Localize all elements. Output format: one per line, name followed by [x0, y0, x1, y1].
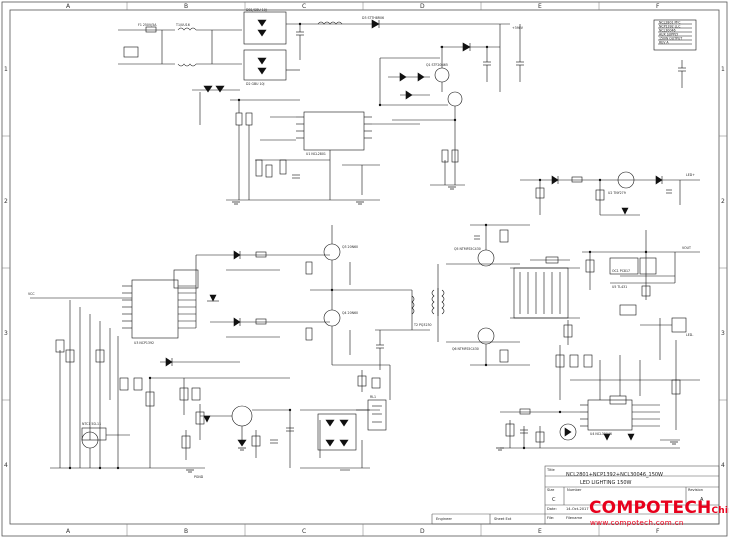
llc-low-fet-label: Q4 20N60	[342, 311, 358, 315]
llc-ic-label: U3 NCP1392	[134, 341, 154, 345]
date-value: 14-Oct-2017	[566, 507, 589, 511]
llc-transformer-label: T2 PQ3230	[413, 323, 432, 327]
drawn-label: Engineer	[436, 517, 453, 521]
size-value: C	[552, 497, 556, 503]
legend-lines: NCL2801 PFC NCP1392 LLC NCL30046 AUX SUP…	[659, 21, 682, 45]
vcc-label: VCC	[28, 292, 35, 296]
pfc-output-label: +390V	[512, 26, 524, 30]
led-plus-label: LED+	[686, 173, 695, 177]
title-value: NCL2801+NCP1392+NCL30046_150W	[566, 472, 663, 478]
tl431-label: U5 TL431	[612, 285, 627, 289]
bias-relay-section	[81, 357, 387, 471]
junction-dots	[68, 22, 648, 470]
zone-row-label: 4	[4, 462, 8, 469]
date-label: Date:	[547, 507, 557, 511]
file-value: Filename	[566, 516, 583, 520]
legend-line: 150W OUTPUT	[659, 37, 682, 41]
pfc-diode-label: D3 STTH8R06	[362, 16, 384, 20]
led-minus-label: LED-	[686, 333, 693, 337]
title-label: Title	[546, 468, 555, 472]
legend-line: AUX SUPPLY	[659, 33, 678, 37]
opto-label: OC1 PC817	[612, 269, 630, 273]
legend-line: REV A	[659, 41, 669, 45]
llc-section	[30, 225, 430, 469]
relay-label: RL1	[370, 395, 376, 399]
zone-row-label: 3	[721, 330, 725, 337]
llc-controller-ic	[131, 279, 179, 339]
zone-row-label: 2	[4, 198, 8, 205]
sr2-label: Q6 NTMFS5C430	[452, 347, 479, 351]
zone-row-label: 1	[721, 66, 725, 73]
zone-col-label: B	[184, 528, 188, 535]
cc-ic-label: U4 NCL30046	[590, 432, 612, 436]
title-block	[431, 465, 720, 525]
zone-col-label: F	[656, 3, 660, 10]
zone-row-label: 1	[4, 66, 8, 73]
fuse-label: F1 250V/5A	[138, 23, 157, 27]
legend-line: NCL2801 PFC	[659, 21, 681, 25]
zone-col-label: D	[420, 3, 425, 10]
cm-choke-label: T1/UU16	[175, 23, 190, 27]
llc-high-fet-label: Q3 20N60	[342, 245, 358, 249]
secondary-output-section	[431, 224, 700, 366]
zone-row-labels: 1 2 3 4 1 2 3 4	[4, 66, 725, 469]
legend-line: NCL30046	[659, 29, 676, 33]
cc-controller-ic	[587, 399, 633, 431]
sheet-label: Sheet Ext	[494, 517, 512, 521]
number-label: Number	[567, 488, 582, 492]
pfc-mosfet-label: Q1 STF20N65	[426, 63, 448, 67]
file-label: File:	[547, 516, 554, 520]
compotech-logo: COMPOTECHChina	[589, 498, 729, 518]
ntc-label: NTC1 5D-11	[82, 422, 101, 426]
pfc-ic-label: U1 NCL2801	[306, 152, 326, 156]
vout-label: VOUT	[682, 246, 691, 250]
inner-border	[9, 9, 720, 525]
zone-row-label: 3	[4, 330, 8, 337]
zone-col-label: E	[538, 528, 542, 535]
title-block-text: Title NCL2801+NCP1392+NCL30046_150W LED …	[436, 468, 704, 521]
compotech-url-logo: www.compotech.com.cn	[590, 518, 684, 527]
ground-symbols	[186, 186, 678, 473]
bridge-top-label: DB1/GBU 10J	[246, 8, 267, 12]
product-value: LED LIGHTING 150W	[580, 480, 632, 486]
aux-ic-label: U2 TNY279	[608, 191, 626, 195]
ac-input-pfc-section	[118, 11, 524, 201]
pfc-controller-ic	[303, 111, 365, 151]
zone-col-label: F	[656, 528, 660, 535]
zone-row-label: 4	[721, 462, 725, 469]
revision-label: Revision	[688, 488, 703, 492]
zone-col-label: E	[538, 3, 542, 10]
zone-col-label: C	[302, 528, 306, 535]
zone-col-label: D	[420, 528, 425, 535]
sr1-label: Q5 NTMFS5C430	[454, 247, 481, 251]
zone-column-labels: A B C D E F A B C D E F	[66, 3, 660, 535]
bridge-bottom-label: D2 GBU 10J	[246, 82, 265, 86]
zone-col-label: A	[66, 528, 71, 535]
zone-row-label: 2	[721, 198, 725, 205]
cc-control-section	[500, 340, 700, 449]
size-label: Size	[547, 488, 555, 492]
legend-line: NCP1392 LLC	[659, 25, 681, 29]
zone-col-label: B	[184, 3, 188, 10]
zone-col-label: A	[66, 3, 71, 10]
component-labels: DB1/GBU 10J D2 GBU 10J F1 250V/5A T1/UU1…	[28, 8, 695, 479]
ground-net-label: PGND	[194, 475, 204, 479]
zone-col-label: C	[302, 3, 306, 10]
revision-value: A	[700, 497, 704, 503]
aux-supply-section	[520, 19, 700, 216]
